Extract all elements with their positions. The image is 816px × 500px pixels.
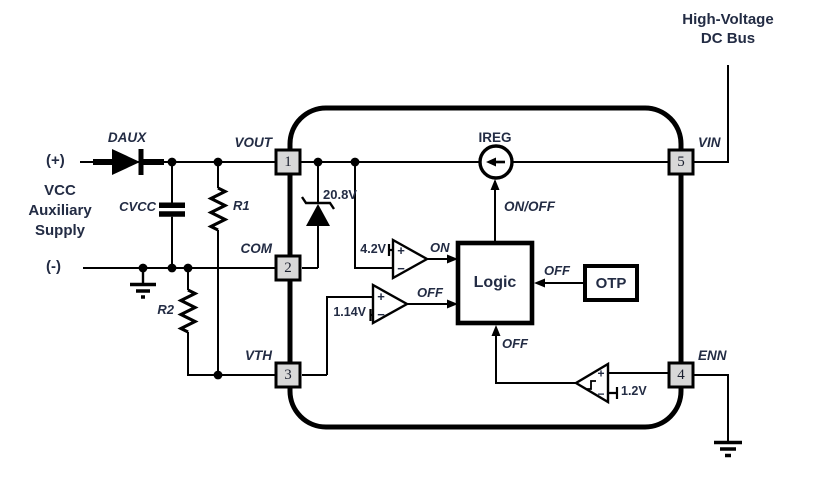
ground-right-icon (714, 440, 742, 458)
hv-bus-label: High-Voltage DC Bus (658, 10, 798, 48)
vcc-line1: VCC (44, 182, 76, 199)
r1-resistor-symbol (207, 186, 229, 232)
ref-1v14-label: 1.14V (333, 305, 366, 319)
arrowhead-onoff (490, 179, 500, 190)
comp-on-plus: + (397, 243, 405, 258)
positive-terminal-label: (+) (46, 152, 65, 169)
zener-value-label: 20.8V (323, 187, 357, 202)
pin-box-enn (667, 361, 695, 389)
ref-bar-1v2 (608, 387, 619, 399)
zener-cathode-bar (301, 196, 335, 210)
wire-hv-bus (693, 65, 729, 163)
pin-label-vin: VIN (698, 135, 721, 150)
signal-off-otp-label: OFF (544, 263, 570, 278)
pin-box-vout (274, 148, 302, 176)
vcc-line2: Auxiliary (28, 202, 92, 219)
otp-box (583, 264, 639, 302)
otp-label: OTP (595, 274, 627, 292)
r1-label: R1 (233, 198, 250, 213)
logic-box (455, 240, 535, 326)
ireg-arrow-head (486, 157, 496, 167)
comp-enn-plus: + (597, 367, 604, 381)
vcc-supply-label: VCC Auxiliary Supply (8, 181, 112, 241)
arrowhead-off (447, 299, 458, 309)
pin-box-com (274, 254, 302, 282)
pin-box-vth (274, 361, 302, 389)
wire-enn-ground (693, 374, 729, 441)
negative-terminal-label: (-) (46, 258, 61, 275)
vcc-line3: Supply (34, 222, 85, 239)
junction-dot (350, 157, 360, 167)
pin-number-com: 2 (284, 260, 292, 276)
comparator-on (391, 237, 430, 281)
zener-diode-symbol (306, 204, 330, 226)
ref-4v2-label: 4.2V (360, 242, 386, 256)
pin-number-enn: 4 (677, 367, 685, 383)
logic-label: Logic (473, 274, 517, 291)
arrowhead-enn-off (491, 325, 501, 336)
wire-vth-feed (302, 296, 373, 376)
r2-resistor-symbol (177, 288, 199, 334)
comp-off-minus: − (377, 307, 385, 322)
arrowhead-on (447, 254, 458, 264)
hv-bus-line1: High-Voltage (682, 11, 774, 28)
signal-off-enn-label: OFF (502, 336, 528, 351)
junction-dot (167, 157, 177, 167)
ground-left-icon (130, 282, 156, 299)
comp-on-minus: − (397, 261, 405, 276)
pin-label-com: COM (240, 241, 273, 256)
pin-label-vth: VTH (245, 348, 272, 363)
comp-enn-minus: − (597, 387, 604, 401)
comparator-off (371, 282, 410, 326)
pin-label-vout: VOUT (234, 135, 272, 150)
comp-off-plus: + (377, 289, 385, 304)
pin-label-enn: ENN (698, 348, 727, 363)
junction-dot (213, 157, 223, 167)
wire-enn-off-out (495, 335, 576, 384)
arrowhead-otp-off (534, 278, 545, 288)
junction-dot (167, 263, 177, 273)
signal-off-label: OFF (417, 285, 443, 300)
daux-label: DAUX (107, 130, 147, 145)
pin-number-vth: 3 (284, 367, 292, 383)
signal-on-label: ON (430, 240, 450, 255)
signal-onoff-label: ON/OFF (504, 199, 555, 214)
junction-dot (183, 263, 193, 273)
daux-diode-symbol (112, 149, 140, 175)
ref-1v2-label: 1.2V (621, 384, 647, 398)
comparator-enn (573, 361, 610, 405)
wire-comp-on-feed (354, 162, 393, 269)
junction-dot (313, 157, 323, 167)
junction-dot (213, 370, 223, 380)
hysteresis-icon (586, 380, 596, 390)
pin-number-vin: 5 (677, 154, 685, 170)
r2-label: R2 (157, 302, 174, 317)
pin-box-vin (667, 148, 695, 176)
pin-number-vout: 1 (284, 154, 292, 170)
ireg-label: IREG (478, 130, 512, 145)
cvcc-label: CVCC (119, 199, 156, 214)
junction-dot (138, 263, 148, 273)
hv-bus-line2: DC Bus (700, 30, 756, 47)
